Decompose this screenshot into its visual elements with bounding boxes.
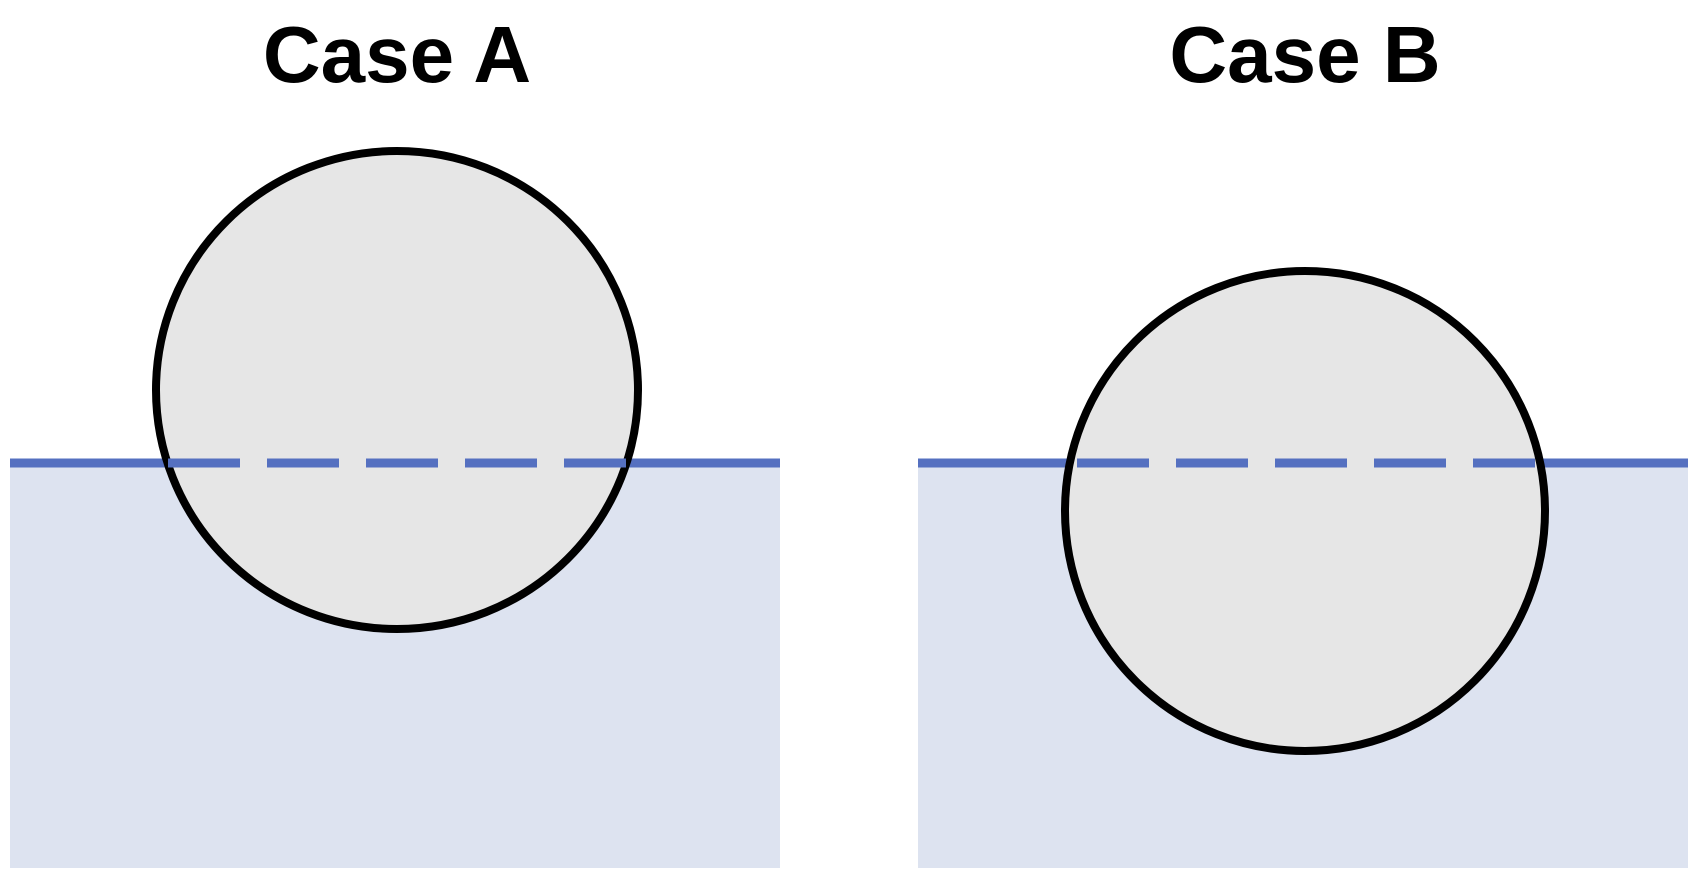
panel-case-a: Case A <box>10 10 780 868</box>
floating-body-a <box>152 147 642 633</box>
panel-title-a: Case A <box>263 10 531 99</box>
panel-title-b: Case B <box>1169 10 1440 99</box>
panel-case-b: Case B <box>918 10 1688 868</box>
floating-body-b <box>1061 267 1549 755</box>
